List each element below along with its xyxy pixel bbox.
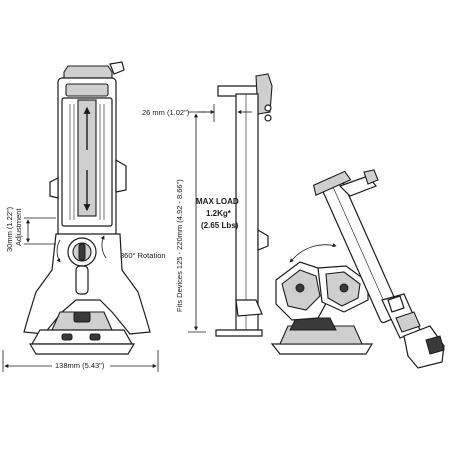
depth-label: 26 mm (1.02") <box>142 108 190 117</box>
fits-devices-dimension: Fits Devices 125 - 220mm (4.92 - 8.66") <box>175 111 206 333</box>
rotation-indicator: 360° Rotation <box>56 235 166 263</box>
max-load-kg: 1.2Kg* <box>206 209 232 218</box>
fits-devices-label: Fits Devices 125 - 220mm (4.92 - 8.66") <box>175 179 184 312</box>
depth-dimension: 26 mm (1.02") <box>142 104 252 122</box>
center-rail <box>77 99 97 217</box>
tilt-indicator <box>289 243 337 263</box>
max-load-title: MAX LOAD <box>196 197 239 206</box>
height-adjust-dimension: 30mm (1.22") Adjustment <box>5 206 56 252</box>
width-dimension: 138mm (5.43") <box>2 350 159 372</box>
tilted-suction-base <box>270 343 374 355</box>
height-adjust-value: 30mm (1.22") <box>5 206 14 252</box>
rotation-label: 360° Rotation <box>120 251 166 260</box>
height-adjust-caption: Adjustment <box>14 208 23 246</box>
front-view-mount <box>23 61 151 355</box>
side-view-mount <box>215 73 273 337</box>
tilted-view-mount <box>270 169 445 369</box>
width-label: 138mm (5.43") <box>55 361 105 370</box>
max-load-lbs: (2.65 Lbs) <box>201 221 239 230</box>
front-suction-base <box>30 329 134 345</box>
max-load-callout: MAX LOAD 1.2Kg* (2.65 Lbs) <box>196 197 239 230</box>
tilted-bottom-clamp <box>403 325 445 369</box>
side-arm-body <box>235 93 259 331</box>
